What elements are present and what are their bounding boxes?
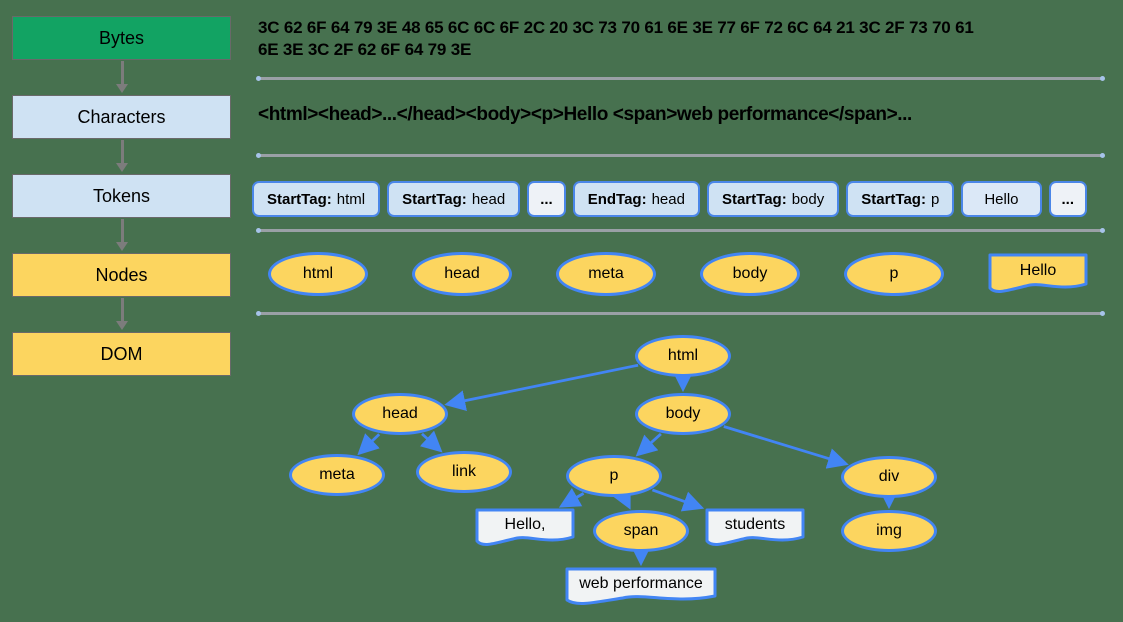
token-starttag-html: StartTag:html [252,181,381,217]
node-label: p [609,467,619,484]
node-label: img [876,522,902,539]
node-head: head [412,252,512,296]
token-type: StartTag: [861,190,926,208]
token-value: body [791,190,825,208]
token-endtag-head: EndTag:head [572,181,700,217]
node-label: html [667,347,699,364]
token-type: EndTag: [587,190,647,208]
node-label: web performance [579,574,703,592]
stage-label: Nodes [95,264,148,285]
dom-node-meta: meta [289,454,385,496]
dom-node-img: img [841,510,937,552]
bytes-hex-line-1: 3C 62 6F 64 79 3E 48 65 6C 6C 6F 2C 20 3… [258,18,974,37]
stage-label: Characters [77,106,166,127]
node-label: head [382,405,418,422]
token-type: StartTag: [267,190,332,208]
stage-label: Bytes [98,27,145,48]
stage-bytes: Bytes [12,16,231,60]
node-html: html [268,252,368,296]
edge-body-div [723,425,849,469]
token-value: head [471,190,506,208]
stage-tokens: Tokens [12,174,231,218]
dom-text-node-students: students [705,508,805,546]
node-body: body [700,252,800,296]
token-value: ... [540,190,553,208]
edge-body-p [635,432,662,457]
document-shape [475,508,575,546]
node-label: html [302,265,334,282]
node-label: link [451,463,476,480]
text-node-hello: Hello [988,253,1088,293]
down-arrow-icon [116,140,128,172]
dom-node-html: html [635,335,731,377]
edge-html-head [444,363,639,412]
node-label: Hello [1019,261,1057,279]
divider [256,228,1105,233]
token-text: Hello [961,181,1042,217]
token-ellipsis: ... [527,181,566,217]
divider [256,76,1105,81]
node-label: meta [319,466,355,483]
dom-node-span: span [593,510,689,552]
stage-label: DOM [100,343,143,364]
token-value: html [336,190,366,208]
bytes-hex-line-2: 6E 3E 3C 2F 62 6F 64 79 3E [258,40,472,59]
node-meta: meta [556,252,656,296]
token-value: Hello [984,190,1019,208]
node-label: students [724,515,786,533]
node-label: body [732,265,768,282]
document-shape [988,253,1088,293]
node-label: p [889,265,899,282]
stage-characters: Characters [12,95,231,139]
token-value: ... [1061,190,1075,208]
token-value: head [651,190,685,208]
edge-p-students [651,488,705,512]
dom-node-body: body [635,393,731,435]
down-arrow-icon [116,61,128,93]
node-label: body [665,405,701,422]
dom-node-p: p [566,455,662,497]
nodes-row: html head meta body p Hello [268,252,1088,296]
token-starttag-head: StartTag:head [387,181,521,217]
dom-node-div: div [841,456,937,498]
down-arrow-icon [116,298,128,330]
node-label: div [878,468,900,485]
dom-node-link: link [416,451,512,493]
stage-dom: DOM [12,332,231,376]
edge-p-hello [558,488,585,508]
node-label: meta [588,265,624,282]
dom-node-head: head [352,393,448,435]
document-shape [705,508,805,546]
token-type: StartTag: [402,190,467,208]
edge-p-span [611,486,631,510]
token-type: StartTag: [721,190,787,208]
document-shape [565,567,717,605]
node-label: Hello, [504,515,546,533]
dom-text-node-webperf: web performance [565,567,717,605]
edge-head-link [419,430,443,453]
divider [256,153,1105,158]
down-arrow-icon [116,219,128,251]
stage-label: Tokens [92,185,151,206]
node-p: p [844,252,944,296]
edge-head-meta [357,433,381,456]
token-starttag-p: StartTag:p [846,181,955,217]
node-label: span [623,522,659,539]
token-starttag-body: StartTag:body [706,181,840,217]
characters-markup-line: <html><head>...</head><body><p>Hello <sp… [258,104,912,125]
node-label: head [444,265,480,282]
dom-text-node-hello: Hello, [475,508,575,546]
divider [256,311,1105,316]
token-value: p [930,190,940,208]
stage-nodes: Nodes [12,253,231,297]
token-ellipsis: ... [1048,181,1088,217]
